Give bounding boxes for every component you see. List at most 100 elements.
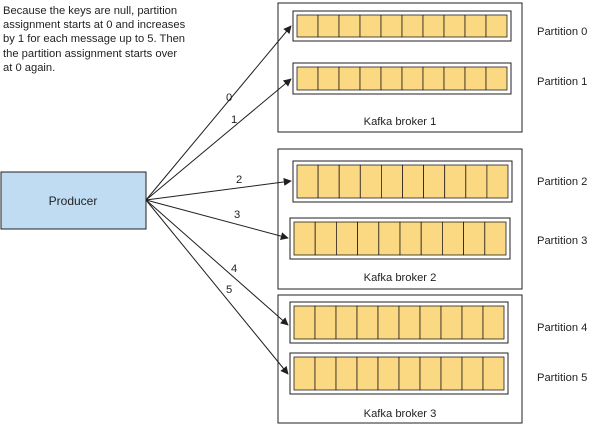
partition-3-log — [289, 217, 511, 260]
partition-0-cell — [338, 14, 361, 38]
partition-2-cell — [423, 164, 446, 199]
partition-5-cell — [398, 356, 421, 391]
partition-4-cell — [377, 305, 400, 340]
partition-1-cell — [422, 66, 445, 91]
arrow-labels: 0 1 2 3 4 5 — [226, 92, 242, 296]
partition-4-cell — [398, 305, 421, 340]
partition-5-label: Partition 5 — [537, 372, 587, 384]
partition-5-cell — [440, 356, 463, 391]
partition-4-cell — [293, 305, 316, 340]
partition-0-cell — [296, 14, 319, 38]
partition-0-cell — [317, 14, 340, 38]
partition-4-cell — [314, 305, 337, 340]
partition-2-cell — [402, 164, 425, 199]
partition-0-log — [292, 10, 512, 42]
partition-3-cell — [335, 221, 358, 256]
partition-0-cell — [464, 14, 487, 38]
broker-1-label: Kafka broker 1 — [364, 116, 437, 128]
arrow-label-1: 1 — [231, 114, 237, 126]
partition-3-cell — [463, 221, 486, 256]
partition-4-cell — [440, 305, 463, 340]
partition-5-cell — [377, 356, 400, 391]
partition-4-label: Partition 4 — [537, 322, 587, 334]
partition-4-cell — [335, 305, 358, 340]
arrow-to-partition-2 — [145, 177, 292, 201]
partition-3-cell — [441, 221, 464, 256]
partition-3-cell — [399, 221, 422, 256]
partition-0-cell — [422, 14, 445, 38]
broker-2-label: Kafka broker 2 — [364, 272, 437, 284]
partition-labels: Partition 0 Partition 1 Partition 2 Part… — [537, 26, 587, 384]
partitions-layer — [289, 10, 513, 395]
partition-0-cell — [380, 14, 403, 38]
partition-3-cell — [420, 221, 443, 256]
partition-1-cell — [443, 66, 466, 91]
partition-3-cell — [293, 221, 316, 256]
producer-label: Producer — [49, 194, 98, 208]
partition-2-cell — [338, 164, 361, 199]
arrow-label-2: 2 — [236, 174, 242, 186]
partition-2-cell — [465, 164, 488, 199]
partition-5-cell — [482, 356, 505, 391]
partition-4-cell — [482, 305, 505, 340]
partition-1-cell — [464, 66, 487, 91]
arrow-label-4: 4 — [231, 263, 237, 275]
partition-1-cell — [338, 66, 361, 91]
partition-4-cell — [461, 305, 484, 340]
arrow-label-5: 5 — [226, 284, 232, 296]
partition-2-cell — [317, 164, 340, 199]
annotation-line: by 1 for each message up to 5. Then — [3, 33, 186, 46]
partition-3-cell — [484, 221, 507, 256]
partition-3-cell — [357, 221, 380, 256]
partition-5-cell — [335, 356, 358, 391]
partition-0-cell — [443, 14, 466, 38]
partition-1-cell — [359, 66, 382, 91]
partition-4-cell — [419, 305, 442, 340]
partition-5-cell — [314, 356, 337, 391]
partition-1-cell — [485, 66, 508, 91]
partition-2-cell — [486, 164, 509, 199]
annotation-line: the partition assignment starts over — [3, 47, 178, 60]
annotation-line: at 0 again. — [3, 61, 56, 74]
arrow-to-partition-3 — [145, 199, 289, 241]
partition-3-cell — [314, 221, 337, 256]
annotation-line: assignment starts at 0 and increases — [3, 19, 186, 32]
partition-2-cell — [380, 164, 403, 199]
arrows-layer — [145, 25, 292, 375]
arrow-to-partition-5 — [145, 199, 289, 375]
partition-5-cell — [356, 356, 379, 391]
arrow-label-0: 0 — [226, 92, 232, 104]
partition-3-cell — [378, 221, 401, 256]
partition-5-cell — [293, 356, 316, 391]
partition-3-label: Partition 3 — [537, 235, 587, 247]
partition-1-label: Partition 1 — [537, 76, 587, 88]
annotation-line: Because the keys are null, partition — [3, 5, 178, 17]
partition-0-label: Partition 0 — [537, 26, 587, 38]
partition-1-cell — [380, 66, 403, 91]
partition-0-cell — [359, 14, 382, 38]
broker-3-label: Kafka broker 3 — [364, 408, 437, 420]
partition-2-cell — [296, 164, 319, 199]
partition-0-cell — [401, 14, 424, 38]
partition-2-cell — [444, 164, 467, 199]
annotation-note: Because the keys are null, partition ass… — [3, 4, 215, 75]
partition-1-cell — [296, 66, 319, 91]
partition-1-log — [292, 62, 512, 95]
partition-4-log — [289, 301, 509, 344]
partition-5-log — [289, 352, 509, 395]
partition-1-cell — [317, 66, 340, 91]
partition-5-cell — [461, 356, 484, 391]
arrow-to-partition-0 — [145, 25, 292, 201]
partition-2-label: Partition 2 — [537, 176, 587, 188]
producer-box — [0, 171, 147, 230]
arrow-to-partition-4 — [145, 199, 289, 326]
partition-2-log — [292, 160, 513, 203]
arrow-label-3: 3 — [234, 209, 240, 221]
partition-5-cell — [419, 356, 442, 391]
partition-0-cell — [485, 14, 508, 38]
arrow-to-partition-1 — [145, 78, 292, 201]
partition-1-cell — [401, 66, 424, 91]
partition-2-cell — [359, 164, 382, 199]
